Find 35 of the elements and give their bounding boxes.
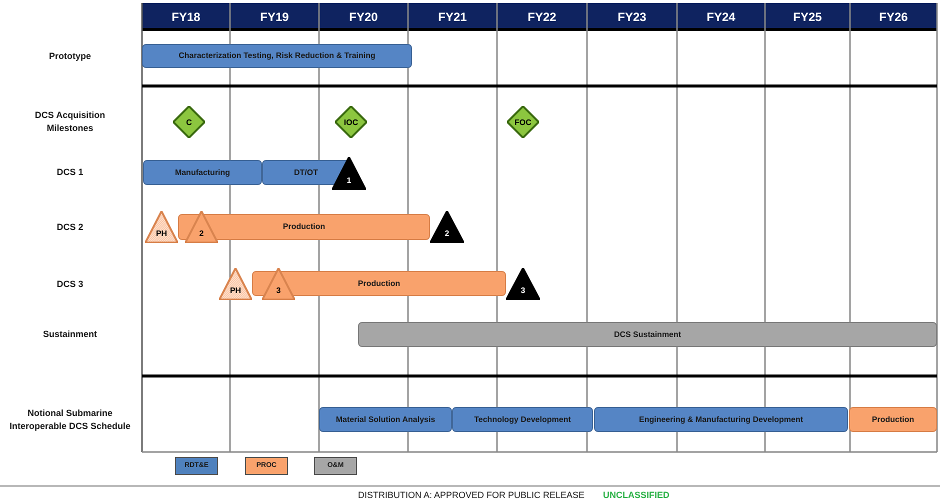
row-label: DCS 3 [56, 278, 84, 291]
classification-marking: UNCLASSIFIED [603, 490, 670, 500]
milestone-diamond: FOC [507, 106, 539, 138]
milestone-diamond: C [173, 106, 205, 138]
year-header: FY19 [259, 10, 290, 24]
row-label: DCS 2 [56, 221, 84, 234]
row-label: DCS Acquisition Milestones [34, 109, 106, 134]
distribution-statement: DISTRIBUTION A: APPROVED FOR PUBLIC RELEASE [358, 490, 585, 500]
milestone-triangle: 2 [430, 211, 464, 243]
year-header: FY18 [170, 10, 202, 24]
row-label: Sustainment [42, 328, 98, 341]
phase-bar: Manufacturing [143, 160, 262, 185]
milestone-triangle: 1 [332, 157, 366, 190]
row-label: DCS 1 [56, 166, 84, 179]
phase-bar: Characterization Testing, Risk Reduction & Training [142, 44, 412, 68]
milestone-triangle: 3 [262, 268, 295, 300]
phase-bar: Technology Development [452, 407, 593, 432]
row-label: Prototype [48, 50, 92, 63]
year-header: FY21 [437, 10, 468, 24]
year-header: FY24 [706, 10, 736, 24]
milestone-triangle: 3 [506, 268, 540, 300]
phase-bar: DCS Sustainment [358, 322, 937, 347]
phase-bar: Production [849, 407, 937, 432]
milestone-triangle: PH [219, 268, 252, 300]
milestone-triangle: PH [145, 211, 178, 243]
year-header: FY25 [792, 10, 823, 24]
row-label: Notional Submarine Interoperable DCS Schedule [8, 407, 132, 432]
milestone-triangle: 2 [185, 211, 218, 243]
phase-bar: Material Solution Analysis [319, 407, 452, 432]
year-header: FY23 [616, 10, 648, 24]
year-header: FY26 [878, 10, 909, 24]
milestone-diamond: IOC [335, 106, 367, 138]
year-header: FY22 [526, 10, 558, 24]
year-header: FY20 [348, 10, 379, 24]
phase-bar: Engineering & Manufacturing Development [594, 407, 848, 432]
